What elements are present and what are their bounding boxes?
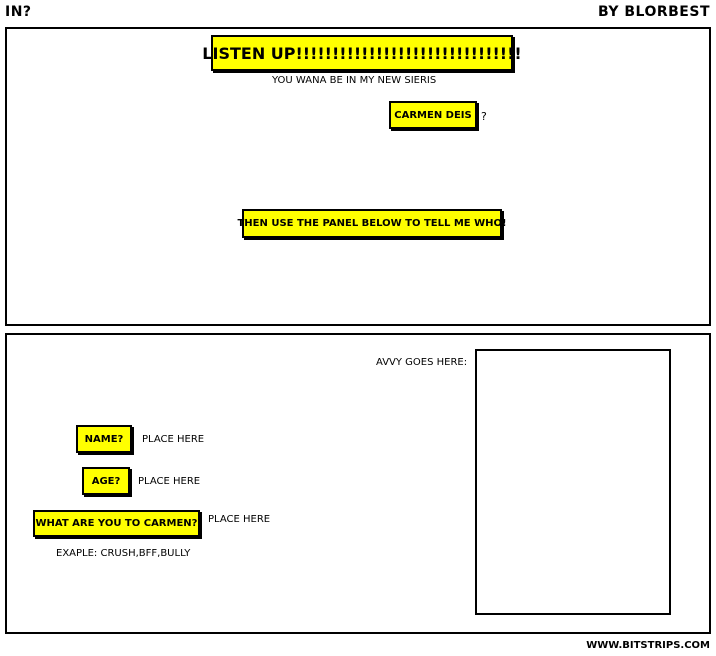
listen-up-caption: LISTEN UP!!!!!!!!!!!!!!!!!!!!!!!!!!!!!!! [202, 35, 522, 71]
relation-value-text: PLACE HERE [208, 514, 271, 525]
comic-title: IN? [5, 4, 32, 20]
question-mark: ? [481, 110, 487, 123]
age-value-text: PLACE HERE [138, 476, 201, 487]
panel-top: LISTEN UP!!!!!!!!!!!!!!!!!!!!!!!!!!!!!!!… [5, 27, 711, 326]
avvy-label: AVVY GOES HERE: [376, 357, 468, 368]
bitstrips-url: WWW.BITSTRIPS.COM [586, 640, 710, 651]
comic-author: BY BLORBEST [597, 4, 710, 20]
series-question-text: YOU WANA BE IN MY NEW SIERIS [272, 75, 437, 86]
name-caption: NAME? [76, 425, 132, 453]
instruction-caption: THEN USE THE PANEL BELOW TO TELL ME WHO! [237, 209, 507, 238]
carmen-name-caption: CARMEN DEIS [389, 101, 477, 129]
age-caption: AGE? [82, 467, 130, 495]
avatar-frame [475, 349, 671, 615]
example-text: EXAPLE: CRUSH,BFF,BULLY [56, 548, 191, 559]
panel-bottom: AVVY GOES HERE: NAME? PLACE HERE AGE? PL… [5, 333, 711, 634]
name-value-text: PLACE HERE [142, 434, 205, 445]
relation-caption: WHAT ARE YOU TO CARMEN? [33, 510, 200, 537]
